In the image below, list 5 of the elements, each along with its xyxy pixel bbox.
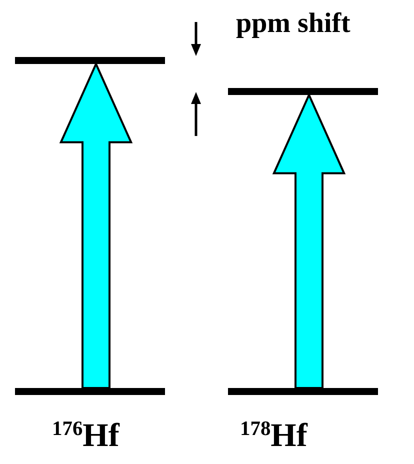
isotope-label: $^{178}$Hf: [240, 418, 308, 455]
transition-arrow: [272, 92, 346, 389]
transition-arrow: [59, 62, 133, 389]
shift-label: ppm shift: [236, 8, 350, 40]
isotope-label: $^{176}$Hf: [52, 418, 120, 455]
